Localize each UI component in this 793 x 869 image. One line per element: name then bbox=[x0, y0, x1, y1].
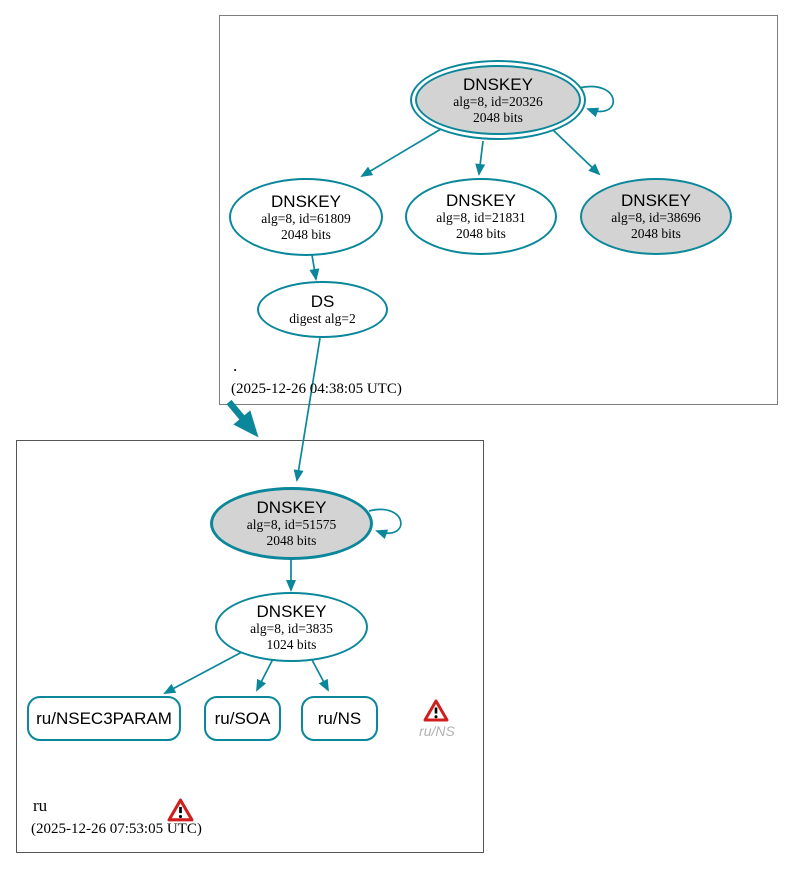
rrset-ru-nsec3param[interactable]: ru/NSEC3PARAM bbox=[27, 696, 181, 741]
node-detail: 2048 bits bbox=[631, 226, 681, 242]
zone-label-ru: ru bbox=[33, 796, 48, 815]
edge-ksk-to-zsk3 bbox=[551, 128, 601, 176]
zone-box-ru bbox=[16, 440, 484, 853]
node-title: DNSKEY bbox=[256, 601, 327, 621]
node-detail: alg=8, id=20326 bbox=[453, 93, 543, 109]
zone-timestamp-ru: (2025-12-26 07:53:05 UTC) bbox=[31, 821, 202, 837]
node-title: DS bbox=[310, 292, 335, 312]
node-title: DNSKEY bbox=[271, 191, 341, 211]
edge-ksk-to-zsk1 bbox=[360, 128, 442, 178]
node-detail: 2048 bits bbox=[281, 226, 331, 242]
edge-root-ksk-selfsign bbox=[578, 85, 614, 118]
node-detail: 2048 bits bbox=[266, 533, 317, 549]
edge-zsk1-to-ds bbox=[309, 254, 320, 281]
zone-timestamp-root: (2025-12-26 04:38:05 UTC) bbox=[231, 381, 402, 397]
node-title: DNSKEY bbox=[256, 498, 327, 518]
warning-icon[interactable] bbox=[423, 699, 449, 727]
edge-ds-to-ru-ksk bbox=[293, 337, 321, 482]
node-ru-ksk-51575[interactable]: DNSKEY alg=8, id=51575 2048 bits bbox=[210, 487, 373, 560]
node-title: DNSKEY bbox=[463, 74, 533, 94]
edge-delegation-root-to-ru bbox=[226, 399, 259, 438]
zone-label-root: . bbox=[233, 356, 238, 375]
node-root-zsk-21831[interactable]: DNSKEY alg=8, id=21831 2048 bits bbox=[405, 178, 557, 255]
node-detail: digest alg=2 bbox=[289, 311, 356, 327]
node-detail: alg=8, id=51575 bbox=[246, 517, 337, 533]
node-detail: 2048 bits bbox=[473, 109, 523, 125]
node-detail: alg=8, id=61809 bbox=[261, 210, 351, 226]
edge-ksk-to-zsk2 bbox=[475, 140, 486, 176]
rrset-ru-ns[interactable]: ru/NS bbox=[301, 696, 378, 741]
node-root-ksk-inner: DNSKEY alg=8, id=20326 2048 bits bbox=[415, 65, 581, 135]
node-detail: 2048 bits bbox=[456, 226, 506, 242]
node-detail: 1024 bits bbox=[266, 636, 317, 652]
warning-label-ru-ns: ru/NS bbox=[419, 723, 455, 739]
zone-box-root bbox=[219, 15, 778, 405]
node-title: DNSKEY bbox=[621, 191, 691, 211]
edge-ru-zsk-to-nsec3param bbox=[163, 651, 243, 694]
edge-ru-ksk-selfsign bbox=[368, 508, 402, 540]
warning-icon[interactable] bbox=[167, 798, 194, 827]
node-ru-zsk-3835[interactable]: DNSKEY alg=8, id=3835 1024 bits bbox=[215, 592, 368, 662]
edge-ru-zsk-to-soa bbox=[256, 658, 274, 692]
node-root-zsk-61809[interactable]: DNSKEY alg=8, id=61809 2048 bits bbox=[229, 178, 383, 256]
rrset-ru-soa[interactable]: ru/SOA bbox=[204, 696, 281, 741]
node-root-ksk[interactable]: DNSKEY alg=8, id=20326 2048 bits bbox=[410, 60, 586, 140]
node-root-ds[interactable]: DS digest alg=2 bbox=[257, 281, 388, 338]
node-detail: alg=8, id=3835 bbox=[250, 620, 333, 636]
node-detail: alg=8, id=38696 bbox=[611, 210, 701, 226]
node-root-zsk-38696[interactable]: DNSKEY alg=8, id=38696 2048 bits bbox=[580, 178, 732, 255]
edge-ru-zsk-to-ns bbox=[310, 657, 329, 692]
node-detail: alg=8, id=21831 bbox=[436, 210, 526, 226]
node-title: DNSKEY bbox=[446, 191, 516, 211]
